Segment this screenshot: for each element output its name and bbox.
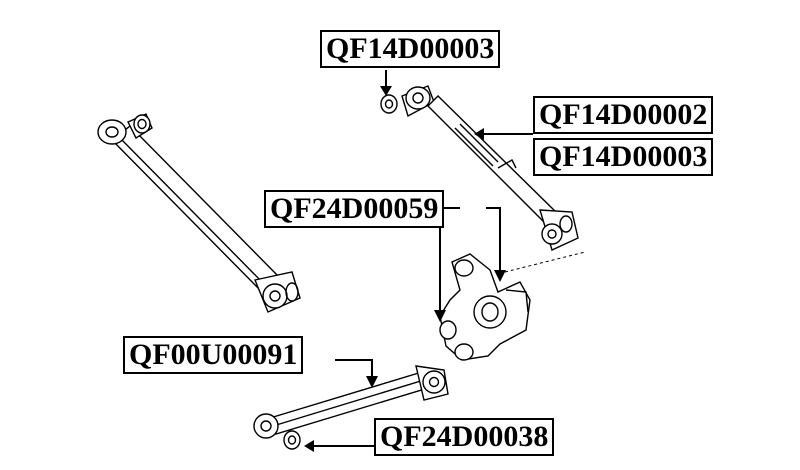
- part-label-top: QF14D00003: [320, 30, 501, 68]
- part-label-lower-arm: QF00U00091: [123, 336, 304, 374]
- knuckle-link-line: [504, 251, 586, 273]
- part-label-right-lower: QF14D00003: [533, 138, 714, 176]
- rear-knuckle: [439, 253, 531, 361]
- left-control-arm: [97, 113, 301, 313]
- upper-right-control-arm: [380, 85, 579, 251]
- part-label-right-upper: QF14D00002: [533, 96, 714, 134]
- callout-arrows: [304, 70, 533, 452]
- part-label-knuckle: QF24D00059: [264, 190, 445, 228]
- lower-control-arm: [253, 365, 449, 450]
- part-label-bottom-bushing: QF24D00038: [374, 418, 555, 456]
